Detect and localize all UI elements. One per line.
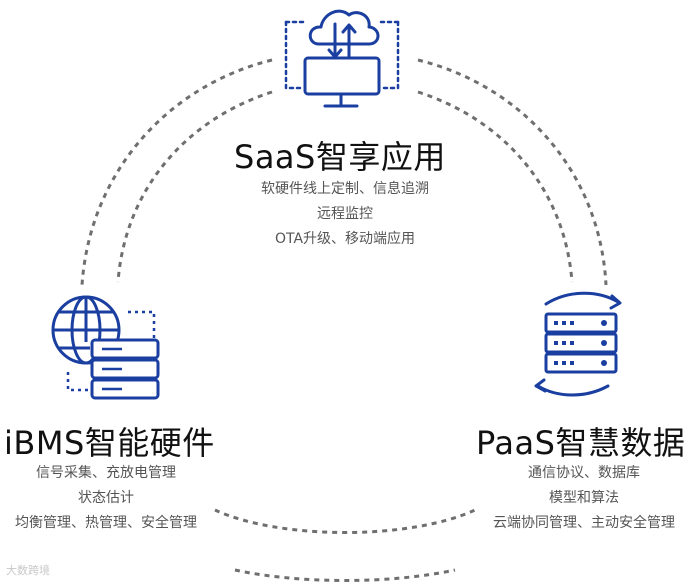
paas-desc-line: 云端协同管理、主动安全管理 — [493, 515, 675, 531]
ring-arc-outer-left — [80, 58, 273, 286]
ring-arc-outer-right — [417, 58, 608, 286]
saas-desc-line: 远程监控 — [317, 206, 373, 222]
ring-arc-inner-left — [116, 90, 273, 283]
ibms-desc-line: 信号采集、充放电管理 — [36, 465, 176, 481]
ring-arc-bottom-upper — [214, 508, 476, 534]
globe-server-icon — [51, 295, 160, 400]
cloud-monitor-icon — [284, 9, 400, 108]
paas-desc-line: 模型和算法 — [549, 490, 619, 506]
ring-arc-inner-right — [417, 90, 574, 283]
ibms-title: iBMS智能硬件 — [4, 424, 215, 462]
saas-title: SaaS智享应用 — [234, 138, 446, 176]
ring-arc-bottom-lower — [234, 568, 456, 582]
saas-desc-line: OTA升级、移动端应用 — [274, 231, 416, 247]
saas-desc-line: 软硬件线上定制、信息追溯 — [261, 181, 429, 197]
paas-title: PaaS智慧数据 — [476, 424, 686, 462]
ibms-desc: 信号采集、充放电管理 状态估计 均衡管理、热管理、安全管理 — [0, 461, 212, 536]
paas-desc-line: 通信协议、数据库 — [528, 465, 640, 481]
paas-desc: 通信协议、数据库 模型和算法 云端协同管理、主动安全管理 — [478, 461, 690, 536]
server-rack-sync-icon — [534, 291, 622, 397]
saas-desc: 软硬件线上定制、信息追溯 远程监控 OTA升级、移动端应用 — [200, 177, 490, 252]
ibms-desc-line: 状态估计 — [78, 490, 134, 506]
ibms-desc-line: 均衡管理、热管理、安全管理 — [15, 515, 197, 531]
watermark: 大数跨境 — [6, 564, 50, 577]
